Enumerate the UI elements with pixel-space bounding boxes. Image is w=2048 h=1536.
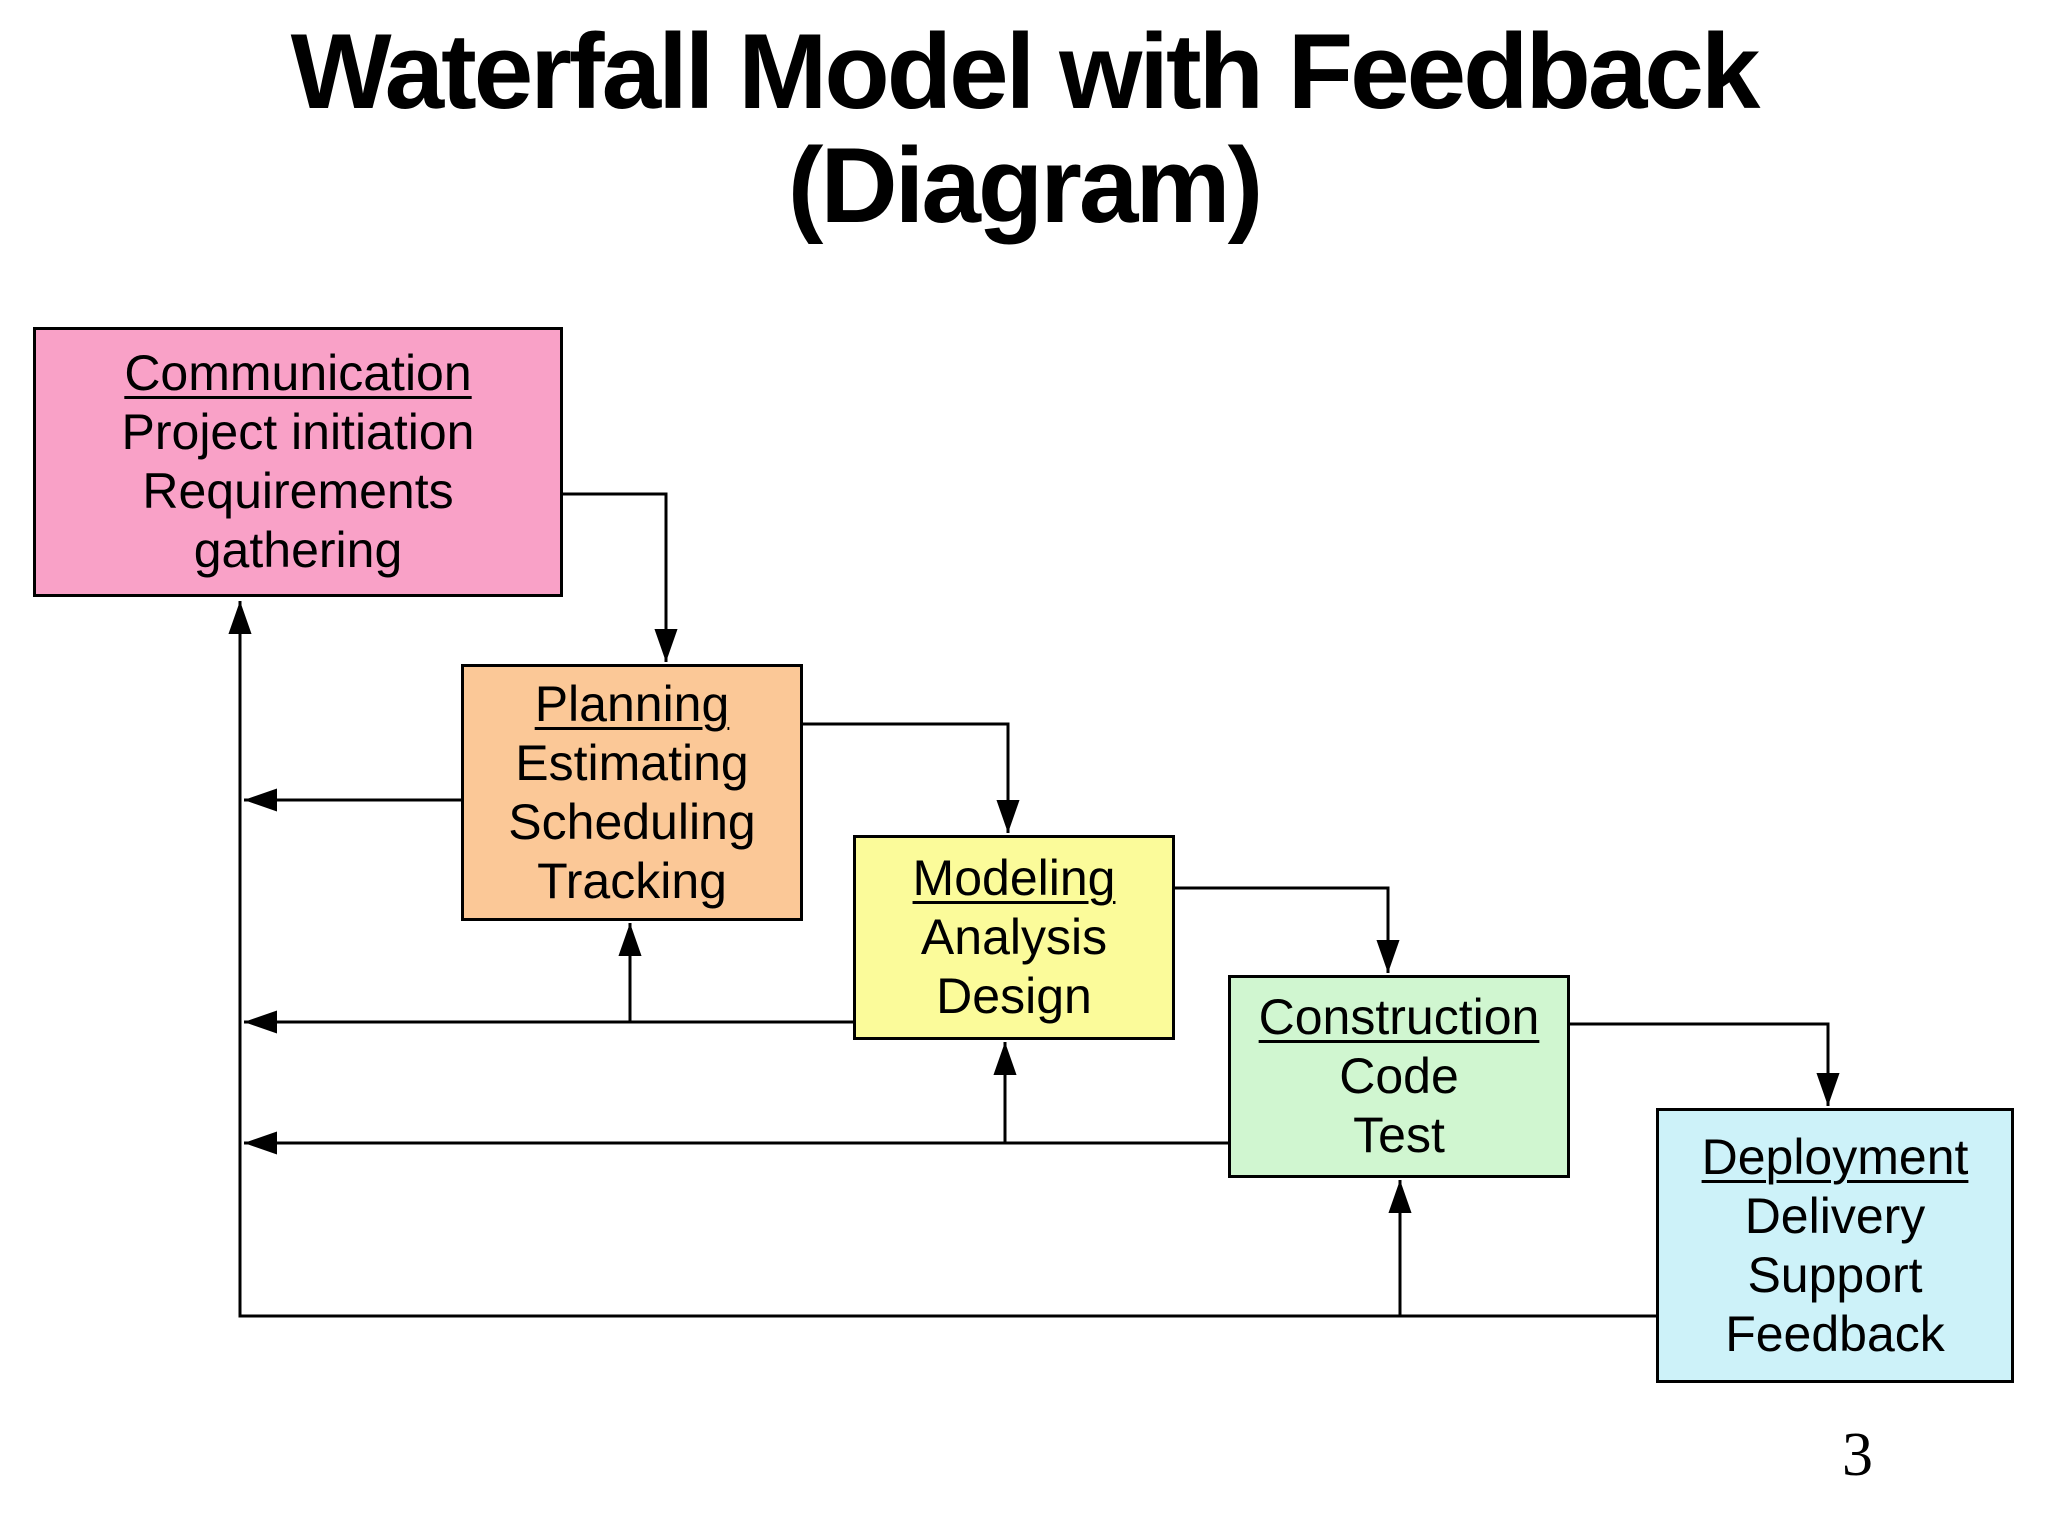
phase-line: Estimating (515, 734, 749, 791)
phase-title-communication: Communication (124, 345, 472, 401)
slide-title-line1: Waterfall Model with Feedback (290, 11, 1761, 131)
phase-line: Design (936, 968, 1092, 1024)
phase-line: Project initiation (121, 404, 475, 460)
phase-line: Test (1353, 1107, 1445, 1163)
phase-line: gathering (193, 522, 403, 578)
phase-line: Feedback (1725, 1305, 1945, 1362)
phase-line: Delivery (1744, 1187, 1926, 1244)
arrow-forward-communication-to-planning (563, 492, 678, 662)
phase-box-planning: Planning Estimating Scheduling Tracking (461, 664, 803, 921)
arrow-forward-planning-to-modeling (803, 722, 1020, 833)
phase-box-construction: Construction Code Test (1228, 975, 1570, 1178)
phase-box-deployment: Deployment Delivery Support Feedback (1656, 1108, 2014, 1383)
phase-line: Tracking (537, 852, 727, 909)
phase-title-deployment: Deployment (1701, 1128, 1969, 1185)
phase-title-construction: Construction (1258, 989, 1540, 1045)
phase-box-communication: Communication Project initiation Require… (33, 327, 563, 597)
page-number: 3 (1842, 1421, 1873, 1489)
phase-line: Requirements (142, 463, 454, 519)
phase-box-modeling: Modeling Analysis Design (853, 835, 1175, 1040)
phase-line: Scheduling (508, 793, 756, 850)
phase-line: Analysis (920, 909, 1108, 965)
phase-line: Code (1339, 1048, 1459, 1104)
slide-title-line2: (Diagram) (787, 125, 1263, 246)
arrow-forward-modeling-to-construction (1175, 886, 1400, 973)
slide-title: Waterfall Model with Feedback (Diagram) (0, 14, 2048, 243)
phase-title-modeling: Modeling (912, 850, 1116, 906)
arrow-forward-construction-to-deployment (1570, 1022, 1840, 1106)
arrow-feedback-deployment-to-communication (228, 601, 1656, 1318)
phase-line: Support (1747, 1246, 1923, 1303)
phase-title-planning: Planning (534, 675, 730, 732)
